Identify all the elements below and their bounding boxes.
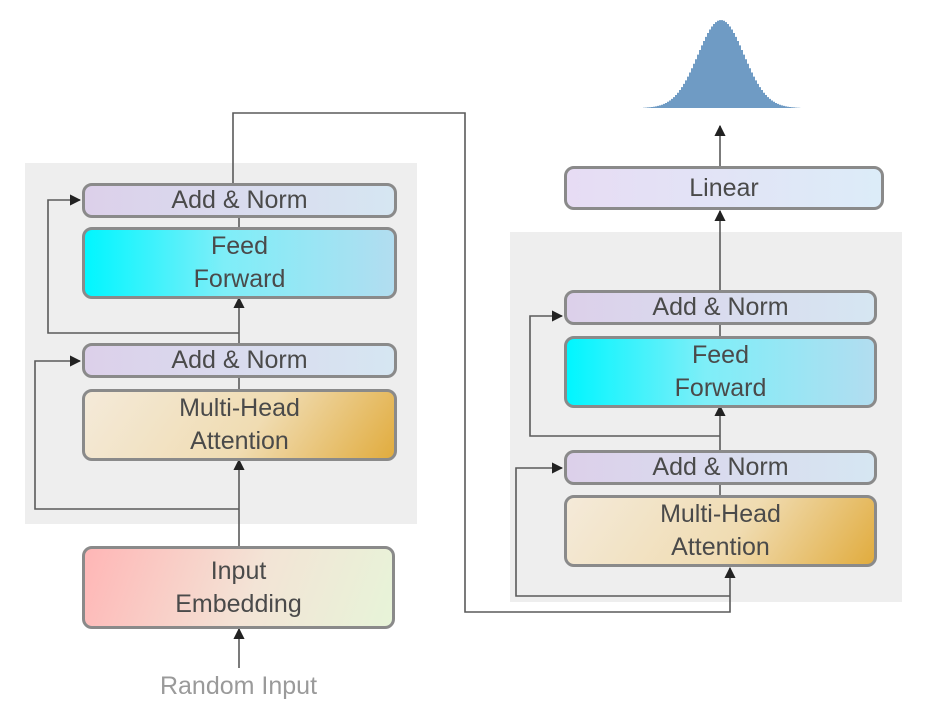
- decoder-feed-forward: Feed Forward: [564, 336, 877, 408]
- input-embedding: Input Embedding: [82, 546, 395, 629]
- encoder-bottom-add-norm: Add & Norm: [82, 343, 397, 378]
- encoder-attention-label: Multi-Head Attention: [179, 394, 300, 455]
- decoder-attention-label: Multi-Head Attention: [660, 500, 781, 561]
- linear-label: Linear: [689, 173, 759, 202]
- encoder-feed-forward: Feed Forward: [82, 227, 397, 299]
- decoder-top-add-norm: Add & Norm: [564, 290, 877, 325]
- input-embedding-label: Input Embedding: [175, 556, 302, 618]
- decoder-top-add-norm-label: Add & Norm: [652, 293, 789, 321]
- encoder-bottom-add-norm-label: Add & Norm: [171, 346, 308, 374]
- decoder-bottom-add-norm: Add & Norm: [564, 450, 877, 485]
- encoder-top-add-norm: Add & Norm: [82, 183, 397, 218]
- encoder-top-add-norm-label: Add & Norm: [171, 186, 308, 214]
- linear-layer: Linear: [564, 166, 884, 210]
- decoder-bottom-add-norm-label: Add & Norm: [652, 453, 789, 481]
- random-input-label: Random Input: [159, 672, 318, 700]
- decoder-multi-head-attention: Multi-Head Attention: [564, 495, 877, 567]
- encoder-multi-head-attention: Multi-Head Attention: [82, 389, 397, 461]
- decoder-feed-forward-label: Feed Forward: [674, 341, 767, 402]
- encoder-feed-forward-label: Feed Forward: [193, 232, 286, 293]
- bell-curve: [643, 20, 801, 109]
